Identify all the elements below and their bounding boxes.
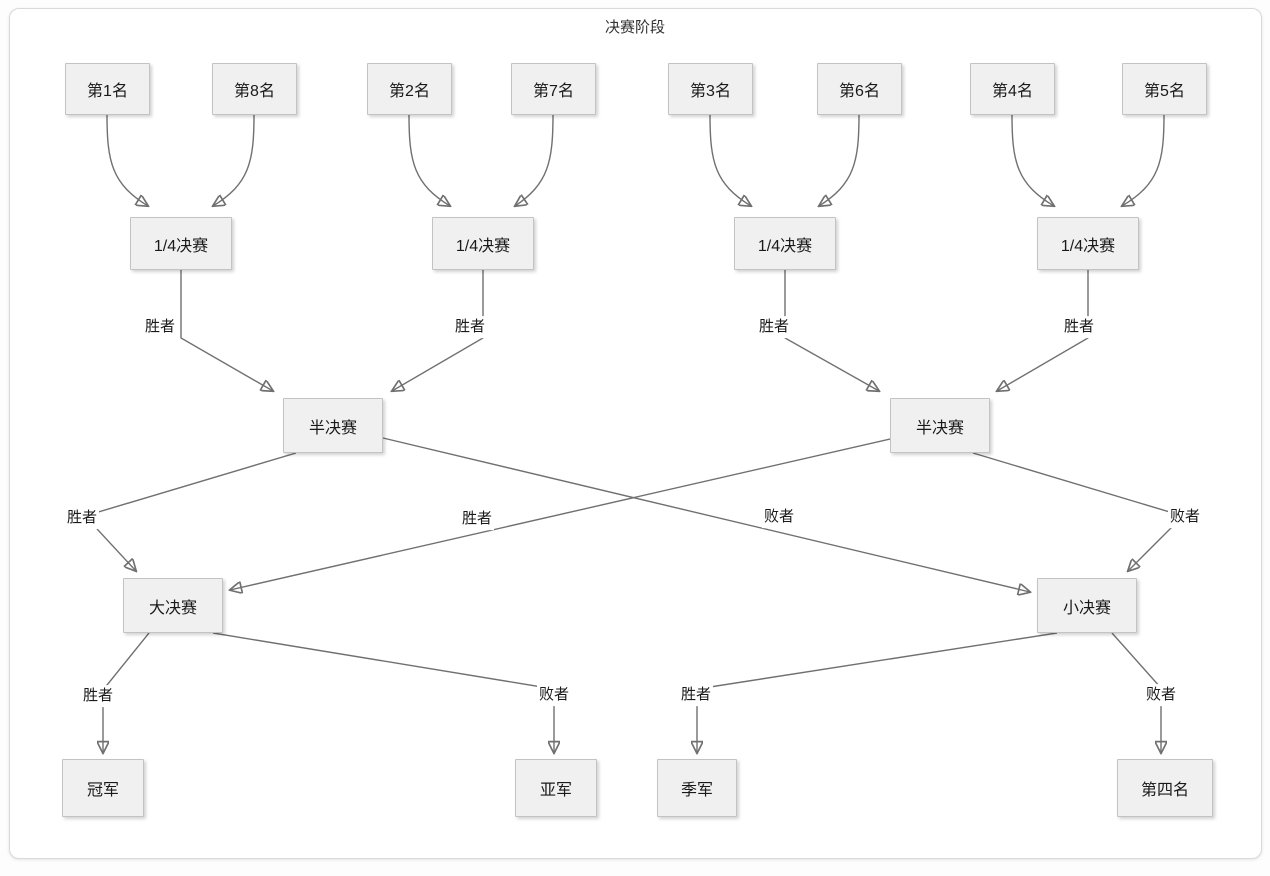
node-third-place: 季军 [657, 759, 737, 817]
node-seed-6: 第6名 [817, 63, 902, 115]
edge-label-sfleft-loser: 败者 [761, 506, 797, 528]
edge-sfleft-loser-smallfinal [382, 437, 1030, 592]
edge-seed5-qf4 [1122, 114, 1165, 206]
node-seed-5: 第5名 [1122, 63, 1207, 115]
edge-seed7-qf2 [515, 114, 554, 206]
edge-qf1-sf-left [180, 270, 273, 391]
edge-seed6-qf3 [819, 114, 860, 206]
edge-qf4-sf-right [997, 270, 1089, 391]
edge-seed1-qf1 [106, 114, 148, 206]
node-quarterfinal-1: 1/4决赛 [130, 217, 232, 270]
edge-label-sfleft-winner: 胜者 [64, 507, 100, 529]
edge-label-smallfinal-loser: 败者 [1143, 684, 1179, 706]
node-runner-up: 亚军 [515, 759, 597, 817]
edge-seed4-qf4 [1011, 114, 1054, 206]
edge-qf2-sf-left [392, 270, 484, 391]
edge-label-qf4-winner: 胜者 [1061, 316, 1097, 338]
edge-seed3-qf3 [709, 114, 751, 206]
node-seed-4: 第4名 [970, 63, 1055, 115]
node-quarterfinal-4: 1/4决赛 [1037, 217, 1139, 270]
edge-grandfinal-loser-runnerup [212, 632, 554, 753]
edge-label-smallfinal-winner: 胜者 [678, 684, 714, 706]
node-semifinal-right: 半决赛 [890, 398, 990, 453]
node-champion: 冠军 [62, 759, 144, 817]
node-seed-2: 第2名 [367, 63, 452, 115]
node-seed-3: 第3名 [668, 63, 753, 115]
edge-label-qf3-winner: 胜者 [756, 316, 792, 338]
node-quarterfinal-2: 1/4决赛 [432, 217, 534, 270]
edge-label-qf1-winner: 胜者 [142, 316, 178, 338]
edge-label-sfright-winner: 胜者 [459, 508, 495, 530]
edge-sfright-loser-smallfinal [972, 452, 1185, 571]
edge-sfright-winner-grandfinal [230, 438, 891, 590]
edge-smallfinal-winner-third [697, 632, 1058, 753]
edge-qf3-sf-right [784, 270, 879, 391]
diagram-title: 决赛阶段 [604, 19, 665, 36]
edge-label-sfright-loser: 败者 [1167, 506, 1203, 528]
edge-label-qf2-winner: 胜者 [452, 316, 488, 338]
node-small-final: 小决赛 [1037, 578, 1137, 633]
node-grand-final: 大决赛 [123, 578, 223, 633]
edge-sfleft-winner-grandfinal [83, 452, 297, 571]
edge-seed8-qf1 [213, 114, 255, 206]
node-seed-1: 第1名 [65, 63, 150, 115]
edge-label-gf-loser: 败者 [536, 684, 572, 706]
edge-seed2-qf2 [408, 114, 450, 206]
edge-label-gf-winner: 胜者 [80, 685, 116, 707]
node-semifinal-left: 半决赛 [283, 398, 383, 453]
node-seed-8: 第8名 [212, 63, 297, 115]
node-quarterfinal-3: 1/4决赛 [734, 217, 836, 270]
diagram-card [9, 8, 1262, 859]
node-fourth-place: 第四名 [1117, 759, 1213, 817]
node-seed-7: 第7名 [511, 63, 596, 115]
